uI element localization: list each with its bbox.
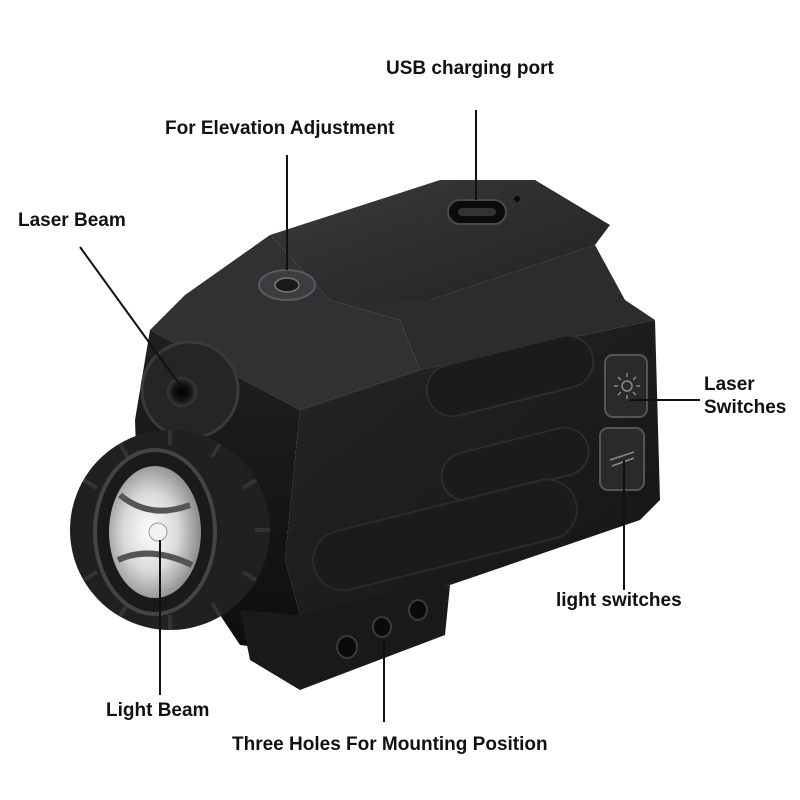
mounting-hole-2: [372, 616, 392, 638]
label-usb-charging-port: USB charging port: [386, 58, 554, 79]
label-light-switches: light switches: [556, 590, 682, 611]
light-switch-button: [599, 427, 645, 491]
mounting-hole-3: [408, 599, 428, 621]
top-rear-surface: [330, 245, 655, 370]
sun-icon: [614, 373, 640, 399]
device-body: [70, 180, 660, 690]
indicator-led: [514, 196, 520, 202]
reflector-facet-1: [118, 492, 192, 514]
label-laser-beam: Laser Beam: [18, 210, 126, 231]
top-front-surface: [150, 235, 420, 410]
bezel-knurling: [82, 430, 270, 630]
top-upper-surface: [270, 180, 610, 300]
label-elevation-adjustment: For Elevation Adjustment: [165, 118, 395, 139]
label-laser-switches: Laser Switches: [704, 374, 800, 420]
side-groove-lower: [312, 478, 578, 592]
usb-c-port-inner: [458, 208, 496, 216]
reflector-facet-2: [116, 550, 194, 568]
laser-switch-button: [604, 354, 648, 418]
laser-aperture: [167, 377, 197, 407]
mounting-hole-1: [336, 635, 358, 659]
leader-laser-beam: [79, 246, 181, 386]
elevation-screw-center: [274, 277, 300, 293]
label-light-beam: Light Beam: [106, 700, 210, 721]
light-led: [148, 522, 168, 542]
side-groove-upper: [425, 334, 595, 418]
label-laser-switches-line2: Switches: [704, 396, 787, 418]
label-mounting-holes: Three Holes For Mounting Position: [232, 734, 548, 755]
label-laser-switches-line1: Laser: [704, 374, 755, 395]
leader-lines: [79, 110, 700, 722]
